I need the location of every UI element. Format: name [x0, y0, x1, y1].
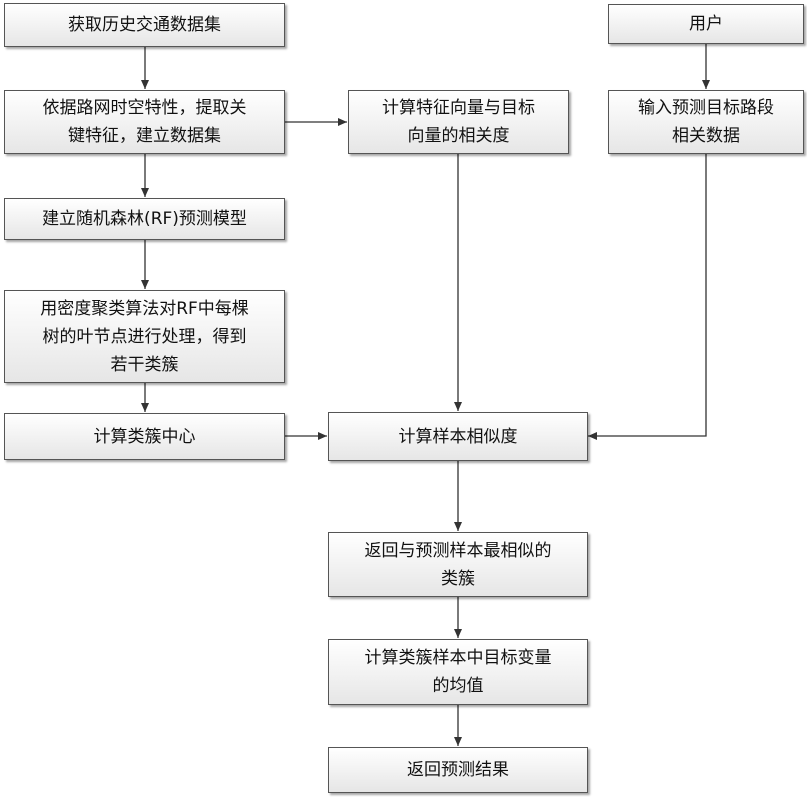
edge-input-to-similarity: [588, 154, 706, 436]
node-input-target-road-label: 输入预测目标路段 相关数据: [638, 94, 774, 150]
node-density-clustering-label: 用密度聚类算法对RF中每棵 树的叶节点进行处理，得到 若干类簇: [40, 295, 249, 379]
node-user-label: 用户: [689, 10, 723, 38]
node-return-result-label: 返回预测结果: [407, 756, 509, 784]
node-feature-correlation-label: 计算特征向量与目标 向量的相关度: [382, 94, 535, 150]
node-sample-similarity-label: 计算样本相似度: [399, 423, 518, 451]
node-most-similar-cluster-label: 返回与预测样本最相似的 类簇: [365, 537, 552, 593]
node-extract-features-label: 依据路网时空特性，提取关 键特征，建立数据集: [43, 94, 247, 150]
node-get-history-data: 获取历史交通数据集: [4, 3, 285, 47]
node-return-result: 返回预测结果: [328, 747, 588, 793]
node-extract-features: 依据路网时空特性，提取关 键特征，建立数据集: [4, 90, 285, 154]
node-input-target-road: 输入预测目标路段 相关数据: [608, 90, 804, 154]
node-most-similar-cluster: 返回与预测样本最相似的 类簇: [328, 532, 588, 597]
node-cluster-centers-label: 计算类簇中心: [94, 423, 196, 451]
node-sample-similarity: 计算样本相似度: [328, 412, 588, 461]
node-user: 用户: [608, 4, 804, 44]
node-build-rf-model-label: 建立随机森林(RF)预测模型: [42, 205, 247, 233]
node-cluster-centers: 计算类簇中心: [4, 413, 285, 460]
node-build-rf-model: 建立随机森林(RF)预测模型: [4, 198, 285, 240]
node-density-clustering: 用密度聚类算法对RF中每棵 树的叶节点进行处理，得到 若干类簇: [4, 290, 285, 383]
node-feature-correlation: 计算特征向量与目标 向量的相关度: [348, 90, 569, 154]
node-cluster-mean-label: 计算类簇样本中目标变量 的均值: [365, 644, 552, 700]
node-cluster-mean: 计算类簇样本中目标变量 的均值: [328, 639, 588, 705]
node-get-history-data-label: 获取历史交通数据集: [68, 11, 221, 39]
